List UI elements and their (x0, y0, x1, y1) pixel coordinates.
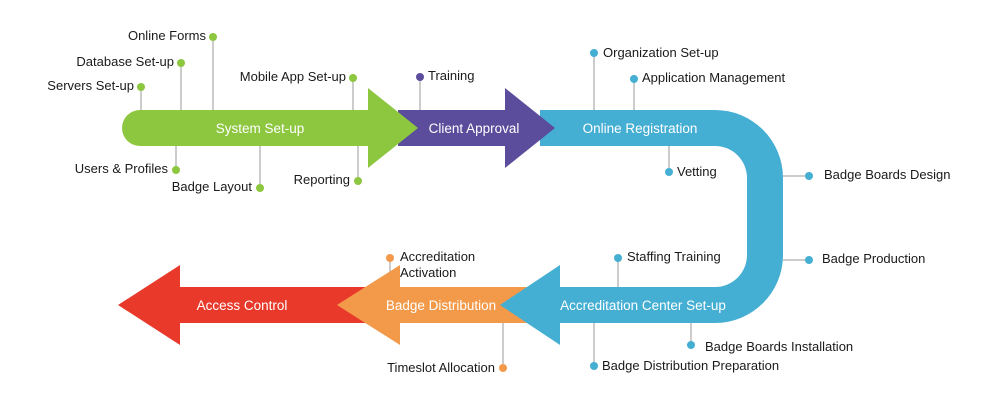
stage-access-control: Access Control (197, 298, 288, 313)
label-badge-boards-installation: Badge Boards Installation (705, 339, 853, 354)
label-accreditation-activation-line2: Activation (400, 265, 456, 280)
label-database-setup: Database Set-up (76, 54, 174, 69)
label-accreditation-activation-line1: Accreditation (400, 249, 475, 264)
label-staffing-training: Staffing Training (627, 249, 721, 264)
label-servers-setup: Servers Set-up (47, 78, 134, 93)
label-badge-boards-design: Badge Boards Design (824, 167, 950, 182)
label-training: Training (428, 68, 474, 83)
stage-badge-distribution: Badge Distribution (386, 298, 496, 313)
system-setup-arrow (122, 88, 418, 168)
label-reporting: Reporting (294, 172, 350, 187)
access-control-arrow (118, 265, 385, 345)
label-organization-setup: Organization Set-up (603, 45, 719, 60)
stage-system-setup: System Set-up (216, 121, 305, 136)
badge-distribution-arrow (337, 265, 545, 345)
client-approval-arrow (398, 88, 555, 168)
label-badge-production: Badge Production (822, 251, 925, 266)
blue-uturn-track (500, 110, 783, 345)
label-application-management: Application Management (642, 70, 785, 85)
stage-client-approval: Client Approval (429, 121, 520, 136)
label-badge-layout: Badge Layout (172, 179, 253, 194)
label-vetting: Vetting (677, 164, 717, 179)
stage-online-registration: Online Registration (583, 121, 698, 136)
orange-step-dots (386, 254, 507, 372)
label-timeslot-allocation: Timeslot Allocation (387, 360, 495, 375)
label-users-profiles: Users & Profiles (75, 161, 169, 176)
label-online-forms: Online Forms (128, 28, 207, 43)
green-step-dots (137, 33, 362, 192)
label-badge-distribution-preparation: Badge Distribution Preparation (602, 358, 779, 373)
purple-step-dot (416, 73, 424, 81)
blue-step-dots (590, 49, 813, 370)
stage-accreditation-center-setup: Accreditation Center Set-up (560, 298, 726, 313)
label-mobile-app-setup: Mobile App Set-up (240, 69, 346, 84)
